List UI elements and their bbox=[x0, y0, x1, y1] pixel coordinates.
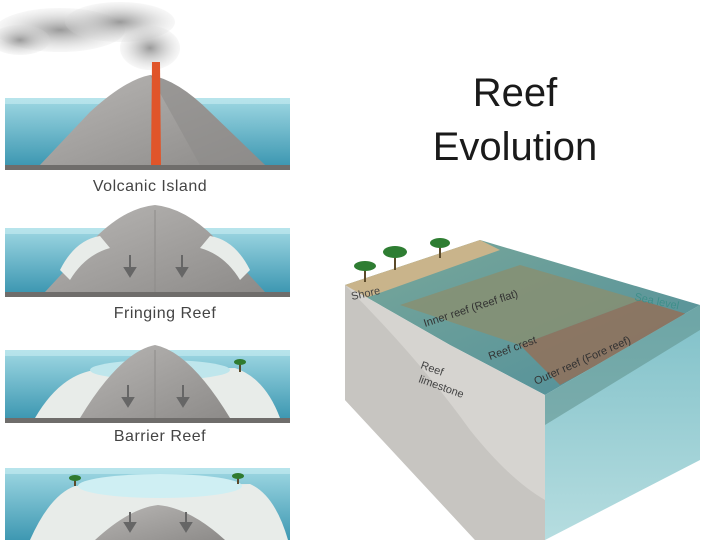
panel-atoll bbox=[5, 468, 290, 540]
lava-conduit bbox=[151, 62, 161, 165]
reef-flat bbox=[400, 265, 640, 345]
slide-title-line1: Reef bbox=[472, 71, 558, 115]
slide-title: Reef Evolution bbox=[410, 66, 620, 174]
stage-label-barrier-reef: Barrier Reef bbox=[114, 428, 206, 445]
subsidence-arrow-icon bbox=[123, 255, 189, 278]
smoke-plume bbox=[0, 2, 180, 70]
panel-fringing-reef bbox=[5, 205, 290, 297]
shore bbox=[345, 240, 500, 300]
sunken-cone bbox=[95, 505, 225, 540]
panel-volcanic-island bbox=[0, 2, 290, 170]
fringing-reef-left bbox=[60, 236, 110, 280]
water-column bbox=[545, 305, 700, 540]
palm-tree-icon bbox=[354, 238, 450, 282]
atoll-lagoon bbox=[78, 474, 242, 498]
stage-label-volcanic-island: Volcanic Island bbox=[93, 178, 207, 195]
palm-tree-icon bbox=[69, 473, 244, 486]
stage-label-fringing-reef: Fringing Reef bbox=[114, 305, 217, 322]
slide-title-line2: Evolution bbox=[432, 125, 598, 169]
panel-barrier-reef bbox=[5, 345, 290, 423]
subsidence-arrow-icon bbox=[121, 385, 190, 408]
outer-reef bbox=[520, 300, 690, 385]
fringing-reef-right bbox=[200, 236, 250, 280]
subsidence-arrow-icon bbox=[123, 512, 193, 533]
reef-block-diagram: Shore Sea level Inner reef (Reef flat) R… bbox=[345, 238, 700, 540]
palm-tree-icon bbox=[234, 359, 246, 372]
label-shore: Shore bbox=[350, 285, 381, 303]
